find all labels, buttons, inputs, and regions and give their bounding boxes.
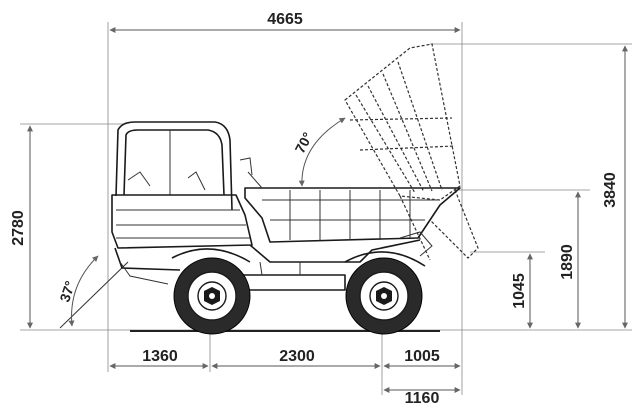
wheelbase-label: 2300	[279, 348, 315, 365]
tip-angle-label: 70°	[292, 130, 316, 156]
chassis	[111, 194, 433, 291]
front-wheel	[173, 257, 251, 335]
dim-wheelbase: 2300	[211, 348, 381, 369]
cab	[115, 121, 253, 211]
cab-height-label: 2780	[10, 210, 27, 246]
lowered-skip	[244, 171, 461, 243]
raised-skip	[344, 43, 479, 261]
overall-length-label: 4665	[267, 11, 303, 28]
approach-angle-label: 37°	[56, 279, 78, 304]
tip-angle-indicator: 70°	[292, 117, 346, 187]
dim-rear-reach: 1160	[383, 387, 461, 407]
dim-max-tip-height: 3840	[602, 45, 628, 329]
front-overhang-label: 1360	[142, 348, 178, 365]
dim-discharge-height: 1045	[511, 253, 533, 329]
dim-overall-length: 4665	[109, 11, 461, 33]
rear-wheel	[345, 257, 423, 335]
dim-front-overhang: 1360	[109, 348, 209, 369]
approach-angle-indicator: 37°	[56, 255, 129, 329]
max-tip-height-label: 3840	[602, 172, 619, 208]
discharge-height-label: 1045	[511, 273, 528, 309]
rear-reach-label: 1160	[405, 390, 440, 407]
dim-tip-pivot-height: 1890	[559, 191, 581, 329]
rear-overhang-label: 1005	[404, 348, 440, 365]
dim-rear-overhang: 1005	[383, 348, 461, 369]
dim-cab-height: 2780	[10, 125, 33, 329]
tip-pivot-height-label: 1890	[559, 244, 576, 280]
